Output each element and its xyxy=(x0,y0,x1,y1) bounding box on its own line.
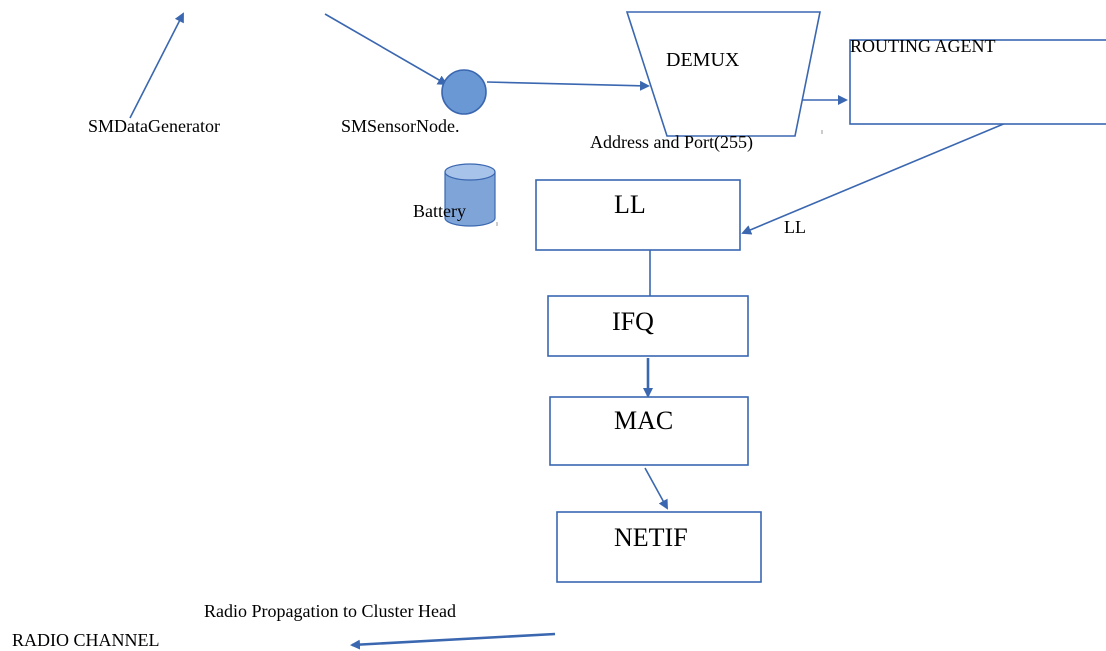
demux-trapezoid xyxy=(625,11,821,137)
arrow-radio-channel xyxy=(350,632,556,650)
data-generator-label: SMDataGenerator xyxy=(88,116,220,136)
mac-label: MAC xyxy=(614,406,673,435)
battery-label: Battery xyxy=(413,201,466,221)
arrow-node-to-demux xyxy=(486,80,650,91)
netif-box xyxy=(556,511,762,583)
arrow-generator-up xyxy=(129,12,184,119)
ifq-box xyxy=(547,295,749,357)
routing-agent-box xyxy=(849,39,1106,125)
sensor-node-circle xyxy=(441,69,487,115)
mac-box xyxy=(549,396,749,466)
radio-channel-label: RADIO CHANNEL xyxy=(12,630,160,650)
ll-side-label: LL xyxy=(784,217,806,237)
arrow-mac-to-netif xyxy=(644,467,668,510)
sensor-node-label: SMSensorNode. xyxy=(341,116,460,136)
netif-label: NETIF xyxy=(614,523,688,552)
arrow-to-sensor-node xyxy=(324,13,448,86)
routing-agent-label: ROUTING AGENT xyxy=(850,36,996,56)
ll-box-label: LL xyxy=(614,190,646,219)
ll-box xyxy=(535,179,741,251)
arrow-routing-to-ll xyxy=(741,114,1026,235)
demux-label: DEMUX xyxy=(666,49,740,71)
radio-propagation-label: Radio Propagation to Cluster Head xyxy=(204,601,456,621)
ifq-label: IFQ xyxy=(612,307,654,336)
battery-cylinder xyxy=(444,163,496,227)
address-port-label: Address and Port(255) xyxy=(590,132,753,153)
